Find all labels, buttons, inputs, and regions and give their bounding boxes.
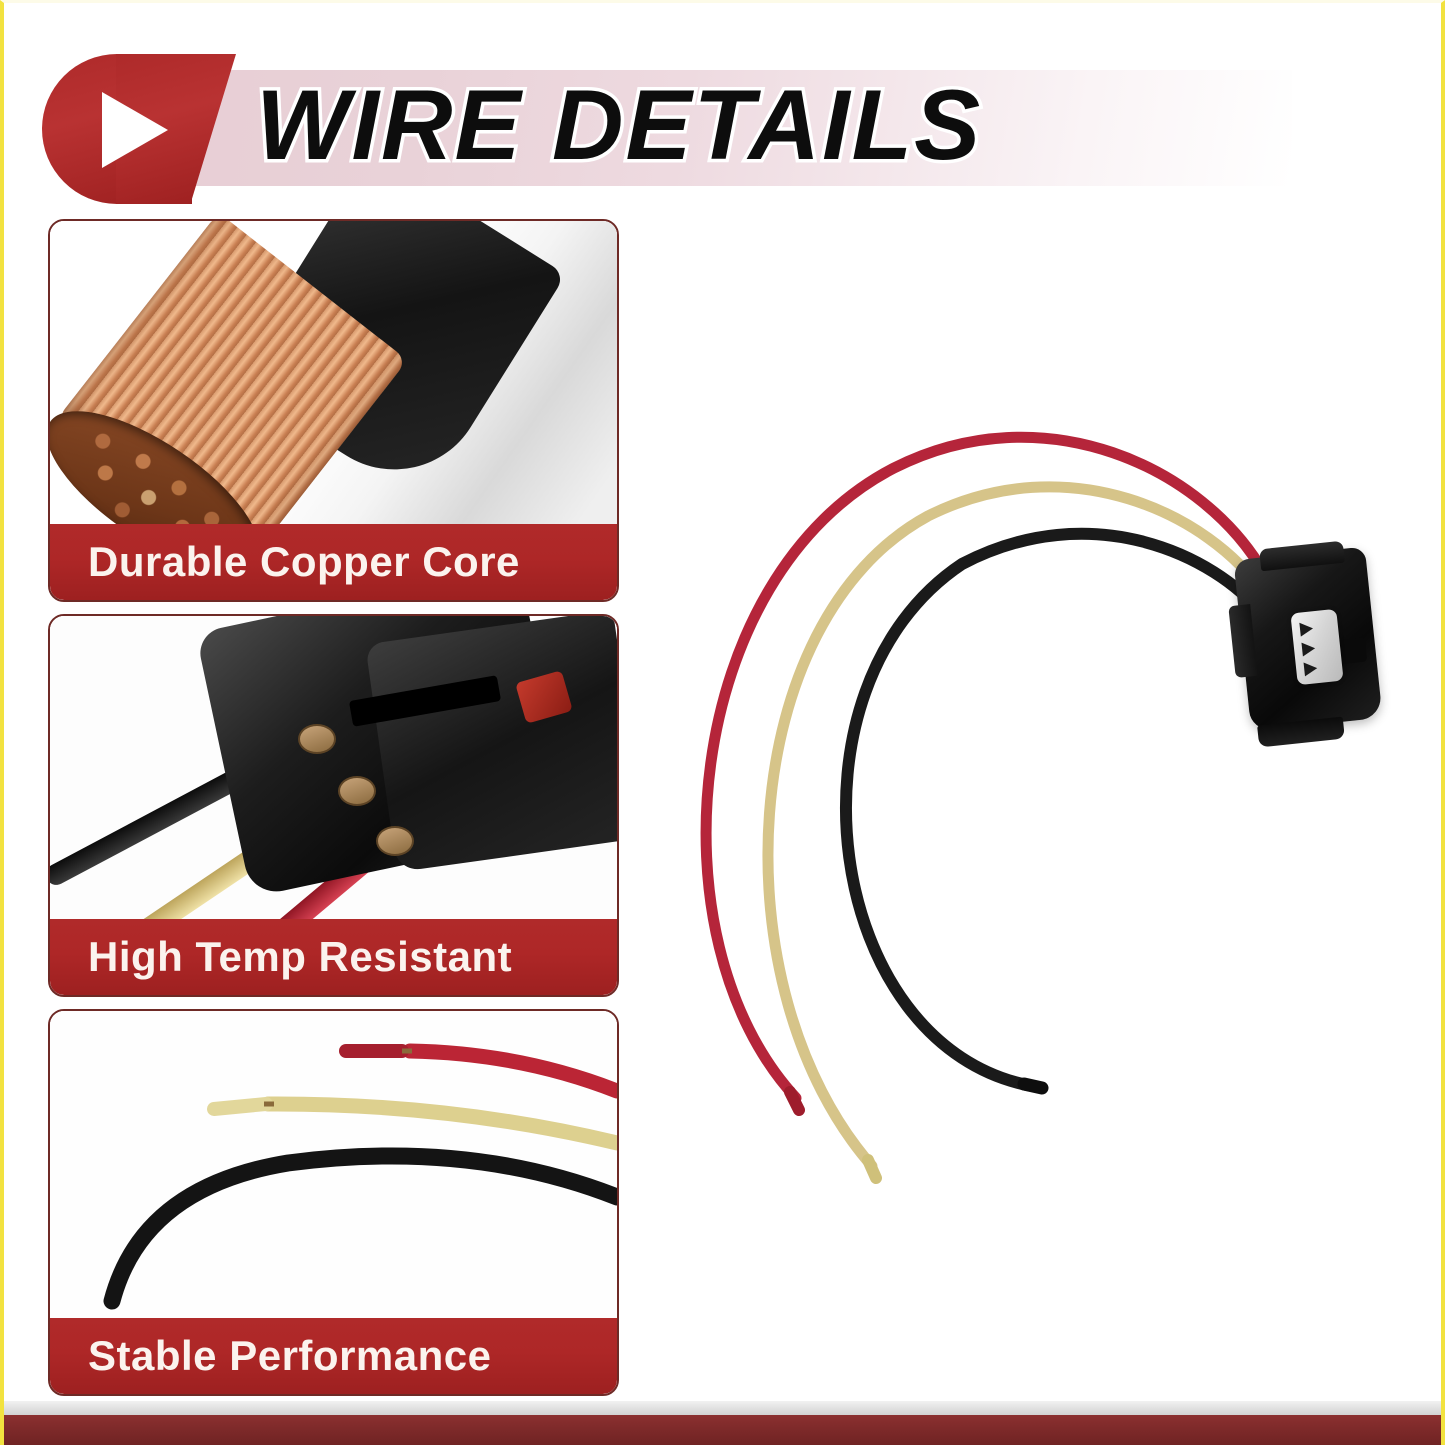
black-connector-with-wires-photo xyxy=(50,616,617,919)
connector-pin-2 xyxy=(1301,641,1316,657)
card-caption-label: Stable Performance xyxy=(88,1332,492,1379)
three-stripped-wires-photo xyxy=(50,1011,617,1318)
yellow-wire-tip xyxy=(862,1154,882,1184)
red-wire xyxy=(700,431,1270,1104)
stranded-copper-cable-photo xyxy=(50,221,617,524)
card-caption-bar: Durable Copper Core xyxy=(50,524,617,600)
card-caption-bar: High Temp Resistant xyxy=(50,919,617,995)
harness-wire-drawing xyxy=(700,431,1270,1184)
page-header: WIRE DETAILS xyxy=(4,48,1441,208)
wire-red xyxy=(402,1043,617,1099)
black-wire xyxy=(840,527,1268,1092)
footer-divider xyxy=(4,1401,1441,1415)
wire-grommet-1 xyxy=(298,724,336,754)
wire-yellow-tip xyxy=(207,1097,273,1116)
stripped-wires-drawing xyxy=(103,1043,617,1310)
card-caption-bar: Stable Performance xyxy=(50,1318,617,1394)
black-wire-tip xyxy=(1017,1077,1049,1095)
page-title: WIRE DETAILS xyxy=(252,66,983,184)
connector-pin-1 xyxy=(1299,621,1314,637)
connector-pin-3 xyxy=(1303,661,1318,677)
wire-grommet-3 xyxy=(376,826,414,856)
three-pin-connector xyxy=(1228,540,1384,748)
header-badge xyxy=(42,54,252,204)
yellow-wire xyxy=(762,481,1270,1172)
wire-harness-pigtail-connector-photo xyxy=(644,398,1441,1198)
red-wire-tip xyxy=(784,1086,805,1116)
feature-card-high-temp: High Temp Resistant xyxy=(48,614,619,997)
feature-card-stable-performance: Stable Performance xyxy=(48,1009,619,1396)
wire-black xyxy=(103,1147,617,1310)
play-triangle-icon xyxy=(102,92,168,168)
wire-grommet-2 xyxy=(338,776,376,806)
connector-white-insert xyxy=(1290,608,1344,686)
header-banner xyxy=(112,70,1292,186)
card-caption-label: High Temp Resistant xyxy=(88,933,513,980)
wire-yellow xyxy=(260,1096,617,1151)
footer-band xyxy=(4,1415,1441,1445)
feature-card-copper-core: Durable Copper Core xyxy=(48,219,619,602)
card-caption-label: Durable Copper Core xyxy=(88,538,520,585)
